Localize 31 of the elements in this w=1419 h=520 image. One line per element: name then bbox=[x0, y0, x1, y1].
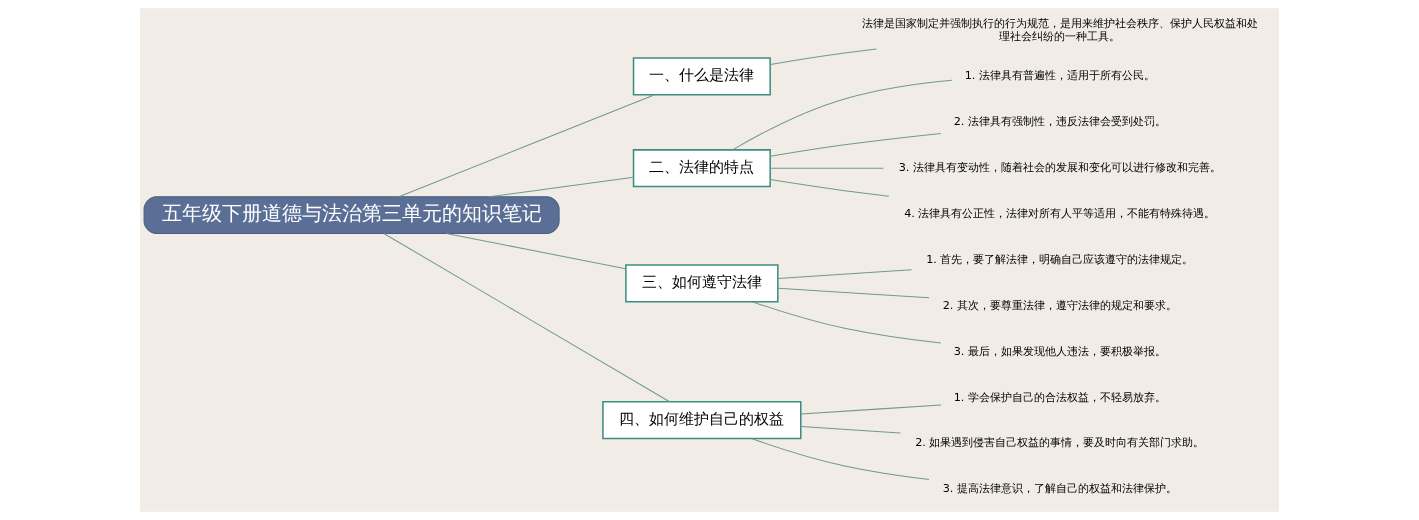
node-text: 3. 法律具有变动性，随着社会的发展和变化可以进行修改和完善。 bbox=[898, 161, 1221, 175]
node-box: 一、什么是法律 bbox=[632, 57, 771, 96]
node-text: 法律是国家制定并强制执行的行为规范，是用来维护社会秩序、保护人民权益和处理社会纠纷的一种工具。 bbox=[861, 17, 1258, 43]
node-box: 二、法律的特点 bbox=[632, 149, 771, 188]
node-box: 五年级下册道德与法治第三单元的知识笔记 bbox=[143, 196, 560, 234]
connector bbox=[777, 269, 913, 279]
connector bbox=[769, 167, 884, 169]
connector bbox=[398, 94, 656, 198]
connector bbox=[752, 301, 942, 344]
node-text: 1. 首先，要了解法律，明确自己应该遵守的法律规定。 bbox=[926, 252, 1194, 266]
node-text: 3. 最后，如果发现他人违法，要积极举报。 bbox=[953, 344, 1166, 358]
connector bbox=[800, 426, 901, 434]
connector bbox=[800, 404, 942, 415]
connector bbox=[383, 233, 671, 403]
connector bbox=[445, 233, 627, 270]
node-text: 4. 法律具有公正性，法律对所有人平等适用，不能有特殊待遇。 bbox=[904, 206, 1216, 220]
node-text: 3. 提高法律意识，了解自己的权益和法律保护。 bbox=[942, 482, 1177, 496]
connector bbox=[777, 287, 930, 299]
connector bbox=[770, 132, 942, 157]
connector bbox=[769, 179, 890, 197]
connector bbox=[732, 79, 953, 151]
node-text: 2. 法律具有强制性，违反法律会受到处罚。 bbox=[953, 115, 1166, 129]
connector bbox=[750, 438, 930, 481]
connector bbox=[488, 176, 634, 198]
node-text: 2. 其次，要尊重法律，遵守法律的规定和要求。 bbox=[942, 298, 1177, 312]
connector bbox=[770, 48, 877, 65]
node-box: 三、如何遵守法律 bbox=[625, 264, 779, 303]
node-text: 2. 如果遇到侵害自己权益的事情，要及时向有关部门求助。 bbox=[915, 436, 1205, 450]
node-box: 四、如何维护自己的权益 bbox=[602, 400, 802, 440]
node-text: 1. 学会保护自己的合法权益，不轻易放弃。 bbox=[953, 390, 1166, 404]
node-text: 1. 法律具有普遍性，适用于所有公民。 bbox=[964, 69, 1155, 83]
